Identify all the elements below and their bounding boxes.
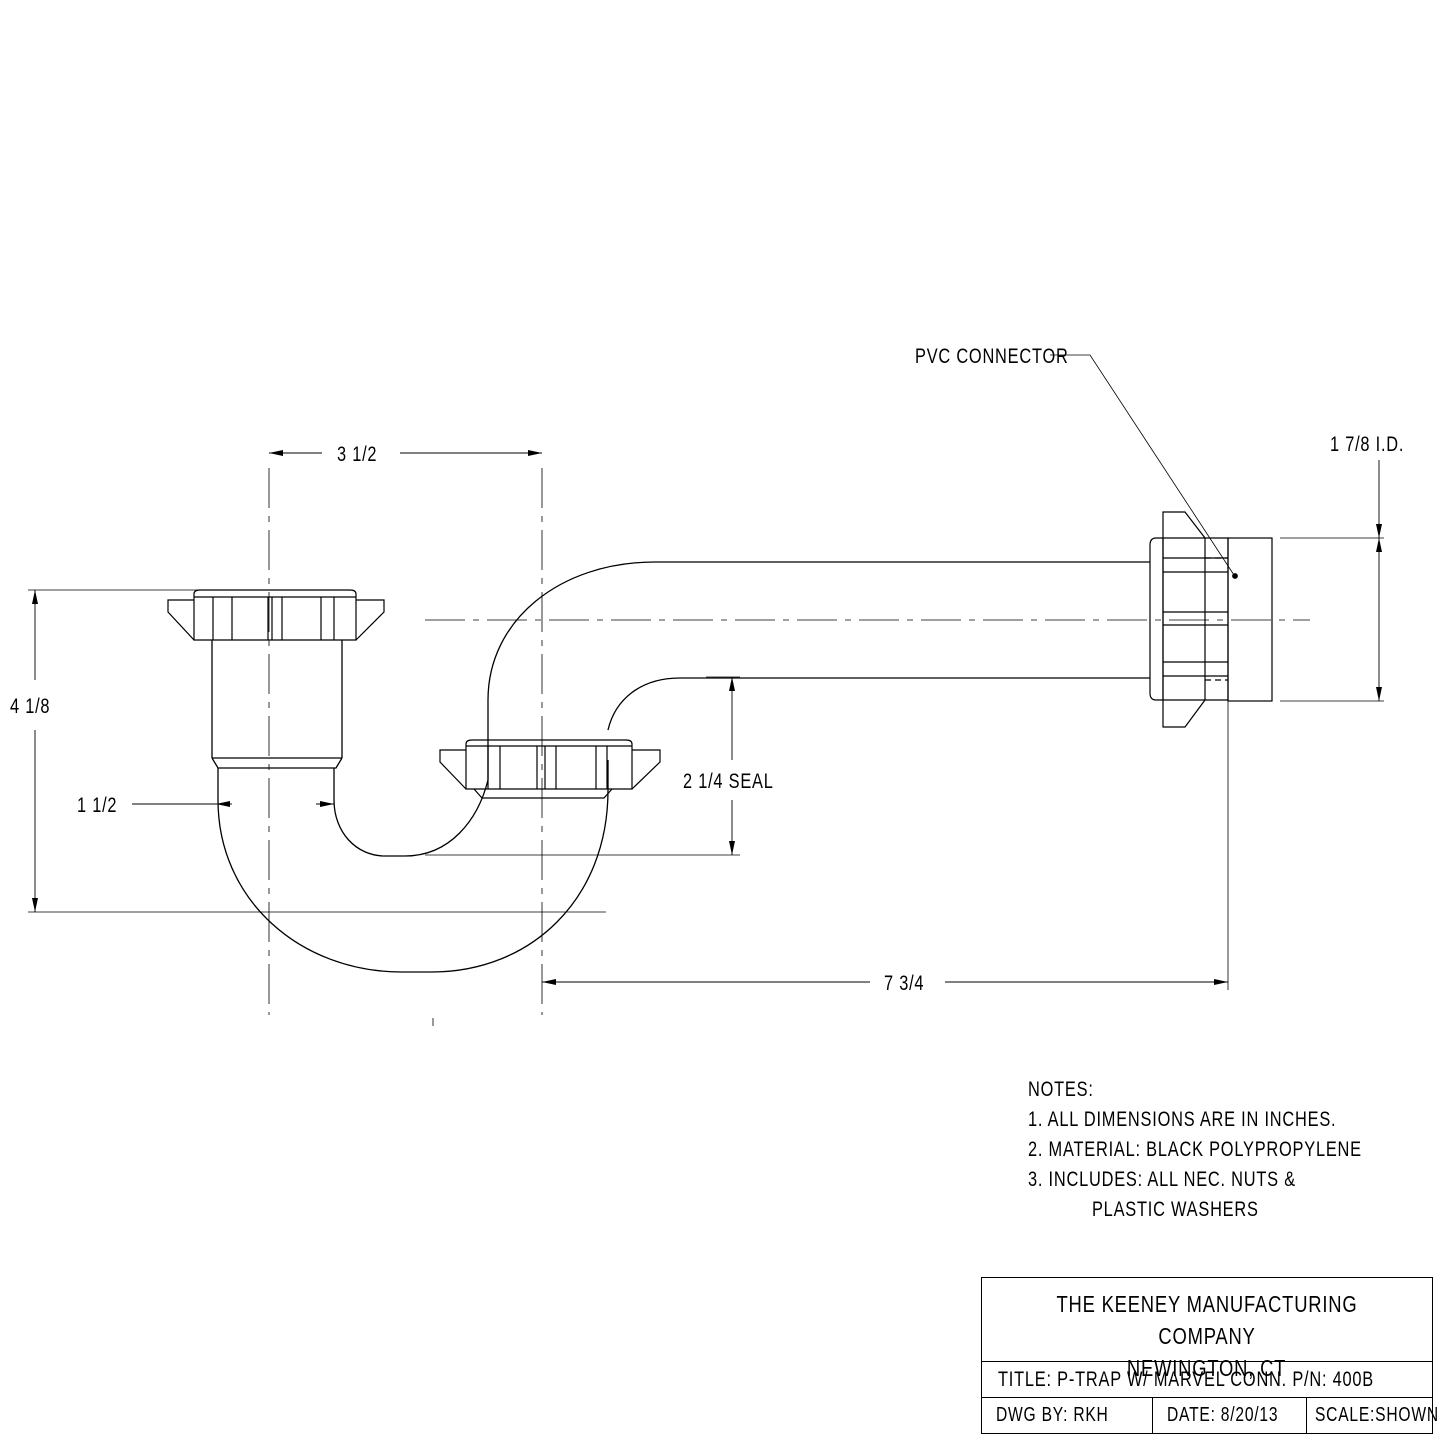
right-connector-nut	[1149, 511, 1229, 728]
pvc-connector	[1205, 537, 1273, 702]
title-block: THE KEENEY MANUFACTURING COMPANY NEWINGT…	[981, 1277, 1438, 1434]
dim-connector-id: 1 7/8 I.D.	[1330, 432, 1404, 455]
drawing-title: TITLE: P-TRAP W/ MARVEL CONN. P/N: 400B	[998, 1368, 1375, 1391]
note-line: 1. ALL DIMENSIONS ARE IN INCHES.	[1028, 1108, 1337, 1131]
trap-pipe	[211, 561, 1150, 973]
dim-seal: 2 1/4 SEAL	[683, 769, 774, 792]
dimension-lines	[32, 450, 1382, 985]
date-cell: DATE: 8/20/13	[1153, 1398, 1307, 1433]
notes-heading: NOTES:	[1028, 1078, 1094, 1101]
note-line: 3. INCLUDES: ALL NEC. NUTS &	[1028, 1168, 1296, 1191]
drawing-date: DATE: 8/20/13	[1167, 1404, 1279, 1426]
pvc-connector-label: PVC CONNECTOR	[915, 344, 1069, 367]
center-lines	[268, 468, 1310, 1015]
extension-lines	[28, 537, 1384, 1026]
company-name: THE KEENEY MANUFACTURING COMPANY	[1056, 1291, 1358, 1349]
notes-block: NOTES: 1. ALL DIMENSIONS ARE IN INCHES. …	[1028, 1075, 1445, 1225]
dim-tube-od: 1 1/2	[77, 793, 117, 816]
dim-arm-length: 7 3/4	[884, 971, 924, 994]
note-line: 2. MATERIAL: BLACK POLYPROPYLENE	[1028, 1138, 1362, 1161]
drawn-by-cell: DWG BY: RKH	[982, 1398, 1153, 1433]
drawing-title-row: TITLE: P-TRAP W/ MARVEL CONN. P/N: 400B	[982, 1362, 1432, 1398]
company-header: THE KEENEY MANUFACTURING COMPANY NEWINGT…	[982, 1278, 1432, 1381]
dim-overall-height: 4 1/8	[10, 694, 50, 717]
middle-slip-nut	[439, 739, 661, 799]
drawing-scale: SCALE:SHOWN	[1315, 1404, 1439, 1426]
note-line: PLASTIC WASHERS	[1028, 1198, 1259, 1221]
company-location: NEWINGTON, CT	[1127, 1355, 1287, 1381]
pvc-connector-leader	[1050, 354, 1238, 579]
left-slip-nut	[167, 589, 385, 641]
dim-center-spacing: 3 1/2	[337, 442, 377, 465]
scale-cell: SCALE:SHOWN	[1307, 1398, 1438, 1433]
drawn-by: DWG BY: RKH	[996, 1404, 1109, 1426]
